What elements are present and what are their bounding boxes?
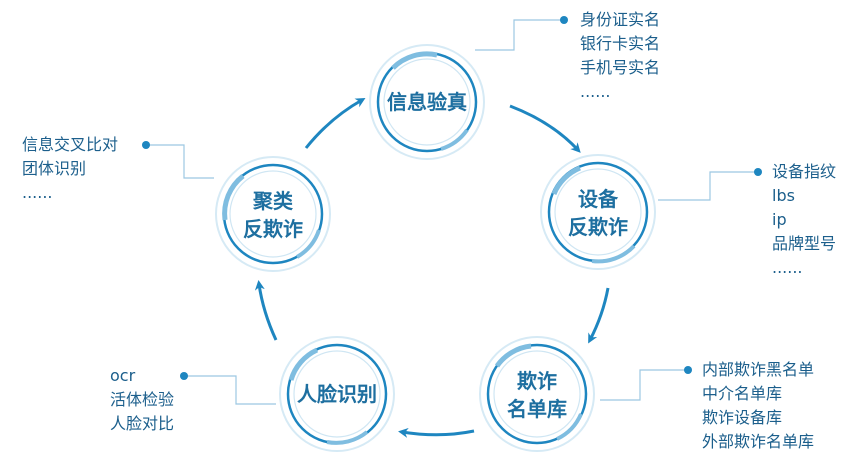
list-face-recognition: ocr 活体检验 人脸对比 bbox=[110, 364, 174, 436]
list-item: ip bbox=[772, 210, 787, 229]
bullet-fraud-list bbox=[684, 366, 692, 374]
list-item: 内部欺诈黑名单 bbox=[702, 360, 815, 379]
node-label-cluster-1: 聚类 bbox=[252, 189, 293, 213]
list-item: 外部欺诈名单库 bbox=[702, 432, 815, 451]
node-label-face-1: 人脸识别 bbox=[297, 382, 377, 406]
connector-cluster bbox=[148, 144, 214, 179]
node-label-cluster-2: 反欺诈 bbox=[243, 217, 303, 241]
bullet-cluster bbox=[142, 141, 150, 149]
connector-device bbox=[658, 171, 756, 201]
node-fraud-list: 欺诈 名单库 bbox=[479, 336, 595, 452]
list-item: ocr bbox=[110, 366, 136, 385]
node-info-verify: 信息验真 bbox=[369, 44, 485, 160]
node-cluster-anti-fraud: 聚类 反欺诈 bbox=[215, 156, 331, 272]
list-item: ...... bbox=[22, 183, 53, 202]
list-device-anti-fraud: 设备指纹 lbs ip 品牌型号 ...... bbox=[772, 160, 836, 280]
list-item: 设备指纹 bbox=[772, 162, 837, 181]
connector-fraud-list bbox=[600, 369, 686, 401]
list-item: 人脸对比 bbox=[110, 414, 175, 433]
node-label-fraud-list-2: 名单库 bbox=[507, 397, 567, 421]
node-label-info-verify-1: 信息验真 bbox=[387, 90, 467, 114]
list-item: 身份证实名 bbox=[580, 10, 661, 29]
list-item: ...... bbox=[772, 258, 803, 277]
list-item: 活体检验 bbox=[110, 390, 175, 409]
connector-info-verify bbox=[475, 19, 562, 51]
list-item: 银行卡实名 bbox=[580, 34, 661, 53]
connector-face bbox=[186, 375, 276, 405]
list-item: 欺诈设备库 bbox=[702, 408, 783, 427]
list-item: 中介名单库 bbox=[702, 384, 783, 403]
arrow-cluster-to-info bbox=[304, 98, 366, 149]
list-item: 手机号实名 bbox=[580, 58, 661, 77]
node-label-device-2: 反欺诈 bbox=[568, 215, 628, 239]
arrow-info-to-device bbox=[509, 104, 581, 153]
node-label-fraud-list-1: 欺诈 bbox=[517, 369, 557, 393]
bullet-info-verify bbox=[560, 16, 568, 24]
list-item: 品牌型号 bbox=[772, 234, 837, 253]
list-item: ...... bbox=[580, 82, 611, 101]
node-face-recognition: 人脸识别 bbox=[279, 336, 395, 452]
arrow-device-to-fraudlist bbox=[588, 287, 610, 344]
node-label-device-1: 设备 bbox=[578, 187, 619, 211]
list-fraud-list: 内部欺诈黑名单 中介名单库 欺诈设备库 外部欺诈名单库 bbox=[702, 358, 814, 454]
list-item: lbs bbox=[772, 186, 795, 205]
list-cluster-anti-fraud: 信息交叉比对 团体识别 ...... bbox=[22, 133, 118, 205]
list-item: 团体识别 bbox=[22, 159, 87, 178]
list-item: 信息交叉比对 bbox=[22, 135, 119, 154]
bullet-face bbox=[180, 372, 188, 380]
list-info-verify: 身份证实名 银行卡实名 手机号实名 ...... bbox=[580, 8, 660, 104]
arrow-fraudlist-to-face bbox=[398, 427, 475, 438]
arrow-face-to-cluster bbox=[254, 280, 278, 341]
node-device-anti-fraud: 设备 反欺诈 bbox=[540, 154, 656, 270]
bullet-device bbox=[754, 168, 762, 176]
